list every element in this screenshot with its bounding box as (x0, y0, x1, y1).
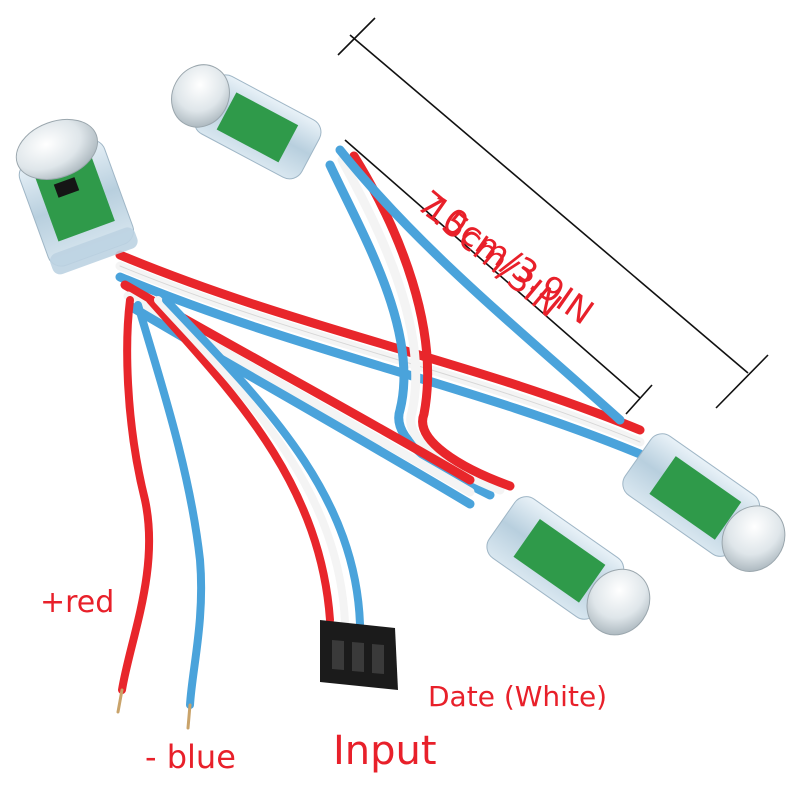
led-module-left (15, 118, 138, 275)
input-wires (146, 296, 364, 628)
sm-connector (320, 620, 398, 690)
led-module-top (171, 64, 322, 180)
dimension-line-short (344, 139, 653, 415)
led-module-middle (486, 496, 651, 636)
label-positive-wire: +red (40, 585, 115, 620)
label-data-wire: Date (White) (428, 680, 608, 713)
wire-bundle-main (115, 250, 645, 459)
dimension-line-long (337, 17, 769, 409)
power-wires (116, 296, 206, 730)
led-module-right (622, 433, 786, 572)
label-negative-wire: - blue (145, 738, 236, 776)
label-input-connector: Input (333, 728, 437, 774)
